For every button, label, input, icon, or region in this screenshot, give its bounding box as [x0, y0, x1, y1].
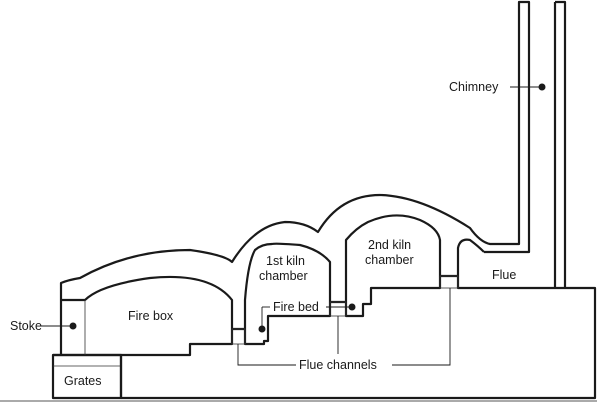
flue-channels-label: Flue channels — [299, 358, 377, 372]
fire-bed-dot — [258, 325, 266, 333]
second-chamber-label-2: chamber — [365, 253, 414, 267]
stoke-dot — [69, 322, 77, 330]
chimney-right-wall — [553, 0, 567, 288]
flue-channel-3 — [439, 275, 459, 289]
grates-label: Grates — [64, 374, 102, 388]
kiln-inner-arch — [61, 214, 485, 331]
fire-bed-label: Fire bed — [273, 300, 319, 314]
flue-channel-2 — [329, 301, 347, 317]
flue-channels-bracket — [237, 288, 451, 366]
fire-box-label: Fire box — [128, 309, 174, 323]
flue-label: Flue — [492, 268, 516, 282]
chimney-label: Chimney — [449, 80, 499, 94]
stoke-label: Stoke — [10, 319, 42, 333]
first-chamber-label-2: chamber — [259, 269, 308, 283]
kiln-steps — [121, 276, 597, 400]
chimney-dot — [538, 83, 546, 91]
second-chamber-label-1: 2nd kiln — [368, 238, 411, 252]
fire-bed-dot-2 — [348, 303, 356, 311]
first-chamber-floor — [121, 329, 234, 357]
first-chamber-label-1: 1st kiln — [266, 254, 305, 268]
kiln-outer-shell — [53, 0, 531, 398]
flue-channel-1 — [231, 328, 246, 345]
